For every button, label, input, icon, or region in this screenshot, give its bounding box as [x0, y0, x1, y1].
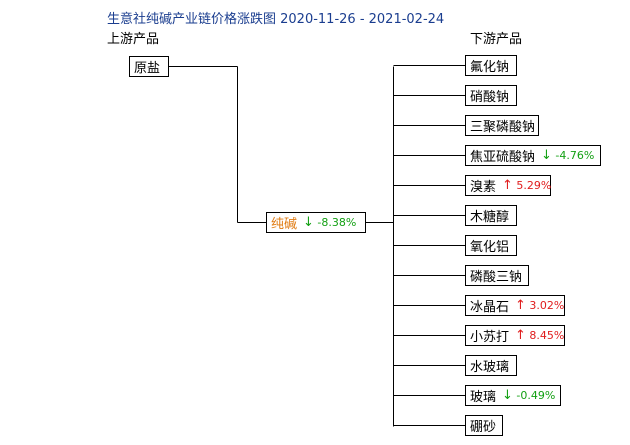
downstream-node: 三聚磷酸钠	[465, 115, 539, 136]
node-label: 硼砂	[470, 420, 497, 435]
downstream-node: 木糖醇	[465, 205, 517, 226]
node-label: 木糖醇	[470, 210, 510, 225]
center-node-soda-ash: 纯碱 ↓ -8.38%	[266, 212, 366, 233]
downstream-node: 硝酸钠	[465, 85, 517, 106]
change-indicator: ↑ 3.02%	[515, 298, 564, 313]
node-label: 小苏打	[470, 330, 510, 345]
change-indicator: ↓ -0.49%	[502, 388, 555, 403]
down-arrow-icon: ↓	[303, 215, 314, 230]
downstream-node: 氧化铝	[465, 235, 517, 256]
change-value: -0.49%	[516, 389, 556, 402]
node-label: 纯碱	[271, 217, 298, 232]
node-label: 冰晶石	[470, 300, 510, 315]
node-label: 氟化钠	[470, 60, 510, 75]
node-label: 玻璃	[470, 390, 497, 405]
node-label: 氧化铝	[470, 240, 510, 255]
node-label: 溴素	[470, 180, 497, 195]
chart-title: 生意社纯碱产业链价格涨跌图 2020-11-26 - 2021-02-24	[107, 12, 445, 27]
upstream-node-raw-salt: 原盐	[129, 56, 169, 77]
change-value: -8.38%	[317, 216, 357, 229]
change-value: 8.45%	[529, 329, 565, 342]
node-label: 磷酸三钠	[470, 270, 523, 285]
node-label: 硝酸钠	[470, 90, 510, 105]
downstream-node: 小苏打 ↑ 8.45%	[465, 325, 565, 346]
downstream-node: 硼砂	[465, 415, 503, 436]
node-label: 原盐	[134, 61, 161, 76]
change-indicator: ↑ 8.45%	[515, 328, 564, 343]
downstream-header: 下游产品	[470, 32, 523, 47]
change-indicator: ↓ -8.38%	[303, 215, 356, 230]
downstream-node: 焦亚硫酸钠 ↓ -4.76%	[465, 145, 601, 166]
up-arrow-icon: ↑	[515, 298, 526, 313]
downstream-node: 玻璃 ↓ -0.49%	[465, 385, 561, 406]
down-arrow-icon: ↓	[541, 148, 552, 163]
change-indicator: ↓ -4.76%	[541, 148, 594, 163]
change-indicator: ↑ 5.29%	[502, 178, 551, 193]
node-label: 焦亚硫酸钠	[470, 150, 536, 165]
change-value: 5.29%	[516, 179, 552, 192]
node-label: 水玻璃	[470, 360, 510, 375]
downstream-node: 水玻璃	[465, 355, 517, 376]
up-arrow-icon: ↑	[502, 178, 513, 193]
change-value: -4.76%	[555, 149, 595, 162]
upstream-header: 上游产品	[107, 32, 160, 47]
downstream-node: 溴素 ↑ 5.29%	[465, 175, 551, 196]
downstream-node: 冰晶石 ↑ 3.02%	[465, 295, 565, 316]
up-arrow-icon: ↑	[515, 328, 526, 343]
downstream-node: 氟化钠	[465, 55, 517, 76]
down-arrow-icon: ↓	[502, 388, 513, 403]
change-value: 3.02%	[529, 299, 565, 312]
node-label: 三聚磷酸钠	[470, 120, 536, 135]
downstream-node: 磷酸三钠	[465, 265, 529, 286]
